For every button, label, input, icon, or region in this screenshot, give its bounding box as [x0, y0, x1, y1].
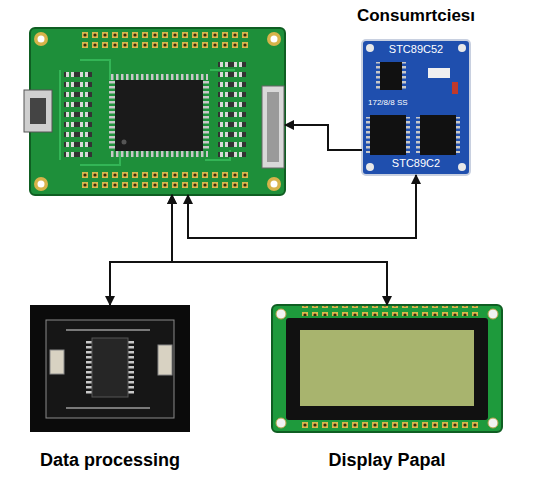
module-pcb — [362, 40, 470, 175]
processing-module — [30, 305, 190, 432]
chip-marking: STC89C52 — [389, 43, 443, 55]
usb-connector — [24, 90, 52, 132]
smd-part — [452, 82, 458, 94]
chip-marking: 172/8/8 SS — [368, 98, 408, 107]
pcb-trace — [66, 330, 150, 408]
pin-row — [300, 421, 480, 431]
mount-hole — [38, 36, 45, 43]
module-heading: Consumrtciesı — [357, 6, 475, 26]
usb-connector-slot — [30, 98, 46, 124]
mount-hole — [488, 309, 498, 319]
module-label: Display Papal — [328, 450, 445, 471]
mount-hole — [366, 163, 374, 171]
mount-hole — [38, 181, 45, 188]
chip — [420, 115, 456, 155]
module-pcb — [46, 320, 174, 418]
connector-arrow — [172, 195, 387, 305]
connector — [50, 350, 64, 374]
microcontroller-chip — [115, 80, 203, 151]
chip-pins — [203, 80, 209, 151]
label-sticker — [428, 68, 450, 78]
lcd-module — [272, 305, 502, 432]
chip-pins — [109, 80, 115, 151]
connector-arrow — [188, 175, 416, 238]
pcb-trace — [60, 60, 235, 165]
chip-marking: STC89C2 — [392, 157, 440, 169]
connector-arrow — [285, 125, 362, 150]
mount-hole — [267, 177, 281, 191]
main-board — [30, 28, 285, 195]
mcu-module: ConsumrtciesıSTC89C52172/8/8 SSSTC89C2 — [362, 40, 470, 175]
module-housing — [30, 305, 190, 432]
mount-hole — [366, 44, 374, 52]
mount-hole — [271, 36, 278, 43]
pin1-dot — [122, 140, 127, 145]
chip-pins — [110, 151, 208, 157]
mount-hole — [267, 32, 281, 46]
chip-pins — [376, 62, 406, 90]
chip — [380, 62, 402, 90]
header-connector — [262, 86, 284, 168]
lcd-screen — [300, 330, 474, 406]
lcd-pcb — [272, 305, 502, 432]
mount-hole — [34, 177, 48, 191]
mount-hole — [34, 32, 48, 46]
mount-hole — [458, 44, 466, 52]
pcb — [30, 28, 285, 195]
chip-pins — [110, 74, 208, 80]
mount-hole — [488, 418, 498, 428]
mount-hole — [276, 309, 286, 319]
resistor-array — [218, 62, 246, 162]
display-module: Display Papal — [272, 305, 502, 432]
pin-row — [78, 171, 248, 191]
connector-arrow — [110, 195, 172, 305]
pin-row — [300, 306, 480, 316]
header-connector-slot — [267, 92, 279, 162]
resistor-array — [64, 70, 92, 160]
chip — [92, 338, 128, 397]
mount-hole — [458, 163, 466, 171]
mcu-module — [362, 40, 470, 175]
lcd-bezel — [286, 318, 488, 420]
processing-module: Data processing — [30, 305, 190, 432]
mount-hole — [271, 181, 278, 188]
main-board — [24, 28, 285, 195]
connector — [158, 345, 172, 375]
mount-hole — [276, 418, 286, 428]
chip — [370, 115, 406, 155]
module-label: Data processing — [40, 450, 180, 471]
pin-row — [78, 32, 248, 52]
